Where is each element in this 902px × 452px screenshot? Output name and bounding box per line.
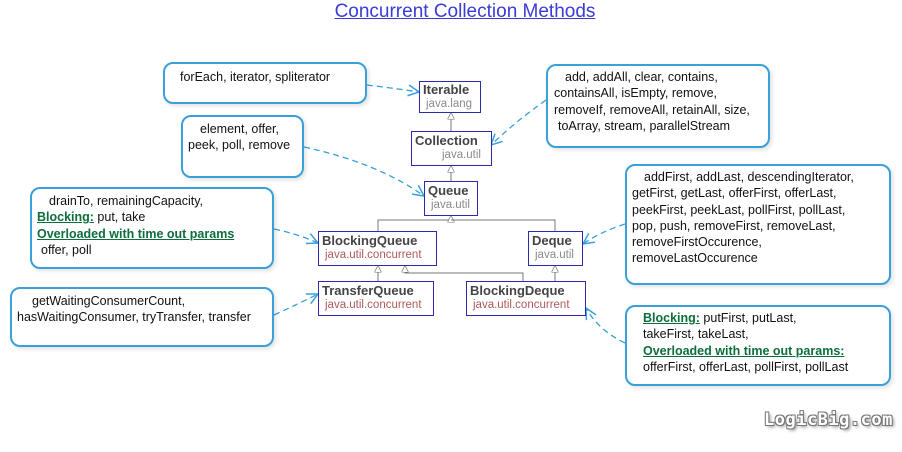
note-line: addFirst, addLast, descendingIterator, <box>644 170 854 184</box>
blockingdeque-class: BlockingDeque java.util.concurrent <box>466 281 586 316</box>
package-name: java.util.concurrent <box>325 249 422 261</box>
package-name: java.util.concurrent <box>473 299 570 311</box>
blocking-label: Blocking: <box>643 311 700 325</box>
note-line: Blocking: putFirst, putLast, <box>643 310 889 326</box>
note-line: peekFirst, peekLast, pollFirst, pollLast… <box>632 202 846 217</box>
overload-label: Overloaded with time out params: <box>643 343 845 358</box>
note-line: removeFirstOccurence, <box>632 235 762 250</box>
package-name: java.util <box>535 249 574 261</box>
blockingqueue-class: BlockingQueue java.util.concurrent <box>318 231 437 266</box>
note-line: removeLastOccurence <box>632 251 758 266</box>
blocking-methods: put, take <box>93 210 146 225</box>
blocking-label: Blocking: <box>37 210 94 225</box>
deque-class: Deque java.util <box>528 231 583 266</box>
overload-label: Overloaded with time out params <box>37 226 235 241</box>
connector-blockingqueue-note <box>273 228 318 243</box>
class-name: Deque <box>532 233 572 248</box>
note-line: getWaitingConsumerCount, <box>32 294 186 308</box>
note-line: element, offer, <box>200 122 279 136</box>
class-name: BlockingDeque <box>470 283 565 298</box>
connector-blockingdeque-note <box>586 308 626 344</box>
class-name: BlockingQueue <box>322 233 418 248</box>
class-name: Collection <box>415 133 478 148</box>
deque-methods-note: addFirst, addLast, descendingIterator, g… <box>625 164 891 285</box>
note-line: toArray, stream, parallelStream <box>558 118 731 133</box>
package-name: java.util <box>442 149 481 161</box>
queue-methods-note: element, offer, peek, poll, remove <box>181 115 304 178</box>
iterable-class: Iterable java.lang <box>419 81 481 113</box>
note-line: removeIf, removeAll, retainAll, size, <box>554 102 750 117</box>
edge-blockingdeque-blockingqueue <box>405 266 524 281</box>
class-name: TransferQueue <box>322 283 414 298</box>
connector-queue-note <box>303 146 424 196</box>
note-line: Blocking: put, take <box>37 209 272 225</box>
class-name: Iterable <box>423 82 470 97</box>
diagram-title: Concurrent Collection Methods <box>334 1 596 22</box>
note-connectors <box>273 84 626 344</box>
class-name: Queue <box>428 183 469 198</box>
blocking-methods: putFirst, putLast, <box>699 311 797 325</box>
connector-collection-note <box>491 99 547 145</box>
transferqueue-class: TransferQueue java.util.concurrent <box>318 281 434 316</box>
connector-transferqueue-note <box>273 294 318 316</box>
overload-methods: offerFirst, offerLast, pollFirst, pollLa… <box>643 359 849 374</box>
collection-methods-note: add, addAll, clear, contains, containsAl… <box>546 64 770 148</box>
logicbig-logo: LogicBig.com <box>764 410 893 430</box>
note-line: hasWaitingConsumer, tryTransfer, transfe… <box>17 310 251 325</box>
connector-iterable-note <box>366 84 419 92</box>
connector-deque-note <box>583 223 626 244</box>
queue-class: Queue java.util <box>424 181 478 216</box>
edge-deque-queue <box>451 219 556 231</box>
note-line: pop, push, removeFirst, removeLast, <box>632 218 836 233</box>
note-line: containsAll, isEmpty, remove, <box>554 86 718 101</box>
note-line: drainTo, remainingCapacity, <box>49 194 204 208</box>
note-line: getFirst, getLast, offerFirst, offerLast… <box>632 186 837 201</box>
blockingdeque-methods-note: Blocking: putFirst, putLast, takeFirst, … <box>625 305 891 386</box>
iterable-methods-note: forEach, iterator, spliterator <box>163 62 367 104</box>
inheritance-lines <box>378 113 555 281</box>
transferqueue-methods-note: getWaitingConsumerCount, hasWaitingConsu… <box>10 287 274 347</box>
edge-blockingqueue-queue <box>377 216 451 231</box>
note-line: forEach, iterator, spliterator <box>180 70 331 84</box>
package-name: java.util.concurrent <box>325 299 422 311</box>
note-line: peek, poll, remove <box>188 138 291 153</box>
package-name: java.lang <box>426 98 473 110</box>
package-name: java.util <box>431 199 470 211</box>
note-line: takeFirst, takeLast, <box>643 327 749 342</box>
overload-methods: offer, poll <box>41 242 92 257</box>
note-line: add, addAll, clear, contains, <box>565 70 718 84</box>
blockingqueue-methods-note: drainTo, remainingCapacity, Blocking: pu… <box>30 187 274 269</box>
collection-class: Collection java.util <box>411 131 492 166</box>
